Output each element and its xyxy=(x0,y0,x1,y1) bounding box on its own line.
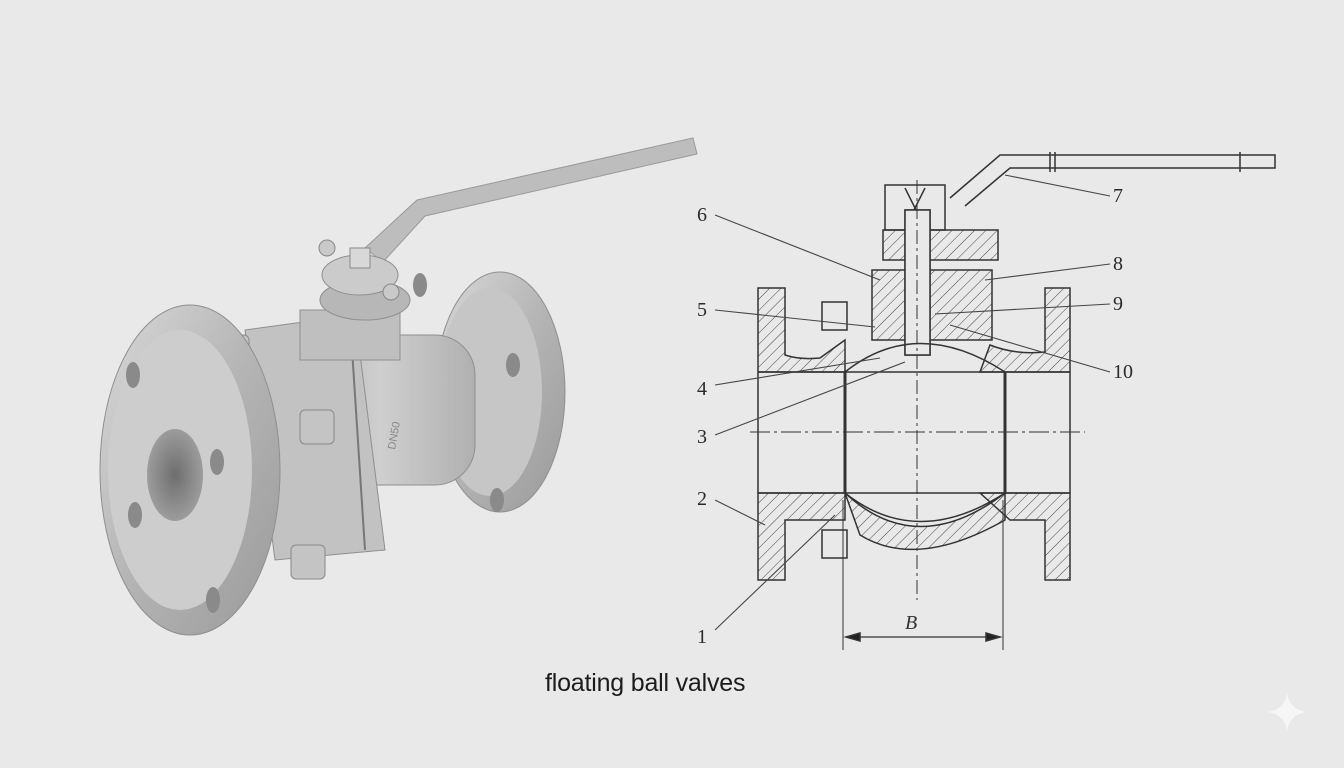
callout-8: 8 xyxy=(1113,253,1123,275)
callout-1: 1 xyxy=(697,626,707,648)
callout-9: 9 xyxy=(1113,293,1123,315)
callout-2: 2 xyxy=(697,488,707,510)
valve-photo: DN50 xyxy=(99,137,698,636)
sparkle-icon xyxy=(1267,692,1307,732)
dimension-b-label: B xyxy=(905,612,918,634)
figure-caption: floating ball valves xyxy=(545,669,746,697)
callout-5: 5 xyxy=(697,299,707,321)
sectional-drawing xyxy=(714,152,1276,650)
callout-6: 6 xyxy=(697,204,707,226)
callout-7: 7 xyxy=(1113,185,1123,207)
callout-3: 3 xyxy=(697,426,707,448)
callout-4: 4 xyxy=(697,378,707,400)
svg-text:DN50: DN50 xyxy=(386,421,403,451)
callout-10: 10 xyxy=(1113,361,1133,383)
